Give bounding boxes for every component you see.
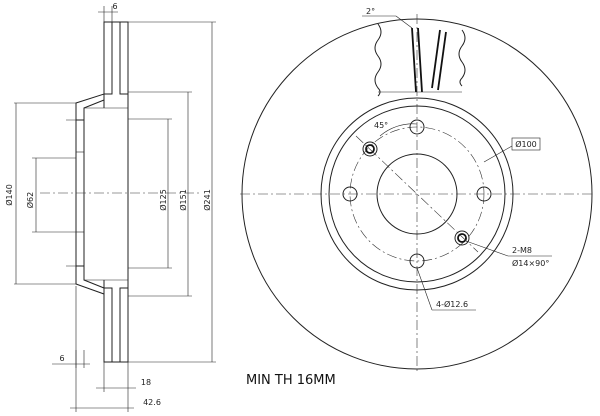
dim-height-42-6: 42.6 xyxy=(143,398,161,407)
bolt-hole-top xyxy=(409,119,425,135)
callout-chamfer: Ø14×90° xyxy=(512,258,549,268)
dim-dia-151: Ø151 xyxy=(178,189,188,211)
dim-dia-140: Ø140 xyxy=(4,184,14,206)
dim-dia-125: Ø125 xyxy=(158,189,168,211)
thread-hole-upper-left xyxy=(362,141,378,157)
disc-cheek-inner-bottom xyxy=(119,287,129,363)
dim-left-6: 6 xyxy=(59,354,64,363)
disc-cheek-outer-top xyxy=(103,21,113,95)
callout-angle-45: 45° xyxy=(374,121,388,130)
dim-dia-241: Ø241 xyxy=(202,189,212,211)
hat-section-top xyxy=(75,93,105,121)
dim-dia-62: Ø62 xyxy=(25,192,35,208)
vent-cutaway xyxy=(374,23,466,97)
min-thickness-note: MIN TH 16MM xyxy=(246,373,336,388)
disc-cheek-outer-bottom xyxy=(103,287,113,363)
callout-angle-2: 2° xyxy=(366,7,375,16)
face-view: 2° 45° Ø100 2-M8 Ø14×90° 4-Ø12.6 xyxy=(240,7,595,374)
dim-thickness-top: 6 xyxy=(112,2,117,11)
thread-hole-lower-right xyxy=(454,230,470,246)
callout-holes: 4-Ø12.6 xyxy=(436,299,468,309)
section-view: 6 Ø140 Ø62 Ø125 Ø151 Ø241 6 xyxy=(4,2,216,412)
disc-cheek-inner-top xyxy=(119,21,129,95)
callout-thread: 2-M8 xyxy=(512,246,532,255)
callout-pcd-100: Ø100 xyxy=(515,139,537,149)
dim-width-18: 18 xyxy=(141,378,151,387)
